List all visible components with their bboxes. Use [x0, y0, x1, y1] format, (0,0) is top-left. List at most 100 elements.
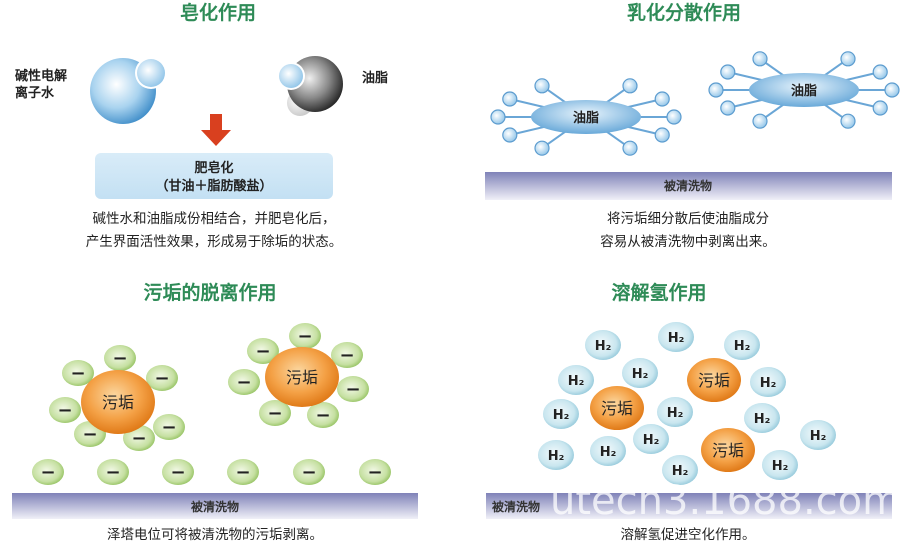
down-arrow-icon	[201, 114, 231, 146]
emulsification-caption-1: 将污垢细分散后使油脂成分	[607, 210, 769, 227]
h2-label: H₂	[672, 464, 689, 479]
minus-icon: −	[170, 462, 185, 483]
charge-circle	[153, 414, 185, 440]
minus-icon: −	[235, 462, 250, 483]
dirt-circle	[81, 370, 155, 434]
negative-charge: −	[247, 338, 279, 364]
h2-label: H₂	[568, 374, 585, 389]
h2-circle	[585, 330, 621, 360]
charge-circle	[289, 323, 321, 349]
surfactant-head	[502, 127, 518, 143]
surface-label: 被清洗物	[664, 178, 712, 193]
dirt-particle: 污垢	[590, 386, 644, 430]
h2-bubble: H₂	[585, 330, 621, 360]
dirt-label: 污垢	[102, 393, 134, 412]
h2-circle	[744, 403, 780, 433]
ion-water-label-line2: 离子水	[15, 85, 55, 101]
surfactant-head	[708, 82, 724, 98]
negative-charge: −	[49, 397, 81, 423]
h2-label: H₂	[734, 339, 751, 354]
hydrogen-title: 溶解氢作用	[611, 281, 706, 304]
surfactant-head	[884, 82, 900, 98]
negative-charge: −	[331, 342, 363, 368]
h2-circle	[658, 322, 694, 352]
saponification-caption-2: 产生界面活性效果，形成易于除垢的状态。	[86, 234, 343, 250]
negative-charge: −	[32, 459, 64, 485]
h2-label: H₂	[600, 445, 617, 460]
charge-circle	[227, 459, 259, 485]
minus-icon: −	[315, 405, 330, 426]
minus-icon: −	[82, 424, 97, 445]
dirt-label: 污垢	[286, 368, 318, 387]
charge-circle	[331, 342, 363, 368]
h2-circle	[750, 367, 786, 397]
minus-icon: −	[105, 462, 120, 483]
h2-circle	[590, 436, 626, 466]
h2-bubble: H₂	[762, 450, 798, 480]
dirt-particle: 污垢	[265, 347, 339, 407]
saponification-result-box	[95, 153, 333, 199]
h2-circle	[543, 399, 579, 429]
h2-label: H₂	[643, 433, 660, 448]
minus-icon: −	[236, 372, 251, 393]
minus-icon: −	[345, 379, 360, 400]
surfactant-head	[654, 91, 670, 107]
oil-label: 油脂	[791, 83, 817, 99]
surfactant-head	[872, 100, 888, 116]
minus-icon: −	[154, 368, 169, 389]
h2-bubble: H₂	[538, 440, 574, 470]
charge-circle	[359, 459, 391, 485]
oil-blue-sphere	[279, 64, 303, 88]
surfactant-head	[654, 127, 670, 143]
negative-charge: −	[259, 400, 291, 426]
h2-bubble: H₂	[724, 330, 760, 360]
negative-charge: −	[104, 345, 136, 371]
h2-bubble: H₂	[662, 455, 698, 485]
surface-bar	[486, 493, 892, 519]
surfactant-head	[534, 140, 550, 156]
charge-circle	[104, 345, 136, 371]
h2-label: H₂	[595, 339, 612, 354]
oil-ellipse	[749, 73, 859, 107]
h2-label: H₂	[667, 406, 684, 421]
detachment-caption: 泽塔电位可将被清洗物的污垢剥离。	[107, 526, 323, 543]
surfactant-head	[622, 140, 638, 156]
negative-charge: −	[289, 323, 321, 349]
ion-water-label-line1: 碱性电解	[15, 68, 67, 84]
surfactant-head	[840, 51, 856, 67]
surface-bar	[485, 172, 892, 200]
dirt-particle: 污垢	[687, 358, 741, 402]
charge-circle	[97, 459, 129, 485]
minus-icon: −	[131, 428, 146, 449]
h2-label: H₂	[548, 449, 565, 464]
minus-icon: −	[255, 341, 270, 362]
h2-label: H₂	[553, 408, 570, 423]
ion-water-small-sphere	[137, 59, 165, 87]
negative-charge: −	[293, 459, 325, 485]
charge-circle	[307, 402, 339, 428]
h2-circle	[762, 450, 798, 480]
charge-circle	[259, 400, 291, 426]
saponification-panel: 皂化作用 碱性电解 离子水 油脂 肥皂化 （甘油＋脂肪酸盐） 碱性水和油脂成份相…	[15, 1, 388, 250]
charge-circle	[32, 459, 64, 485]
h2-circle	[633, 424, 669, 454]
dirt-circle	[687, 358, 741, 402]
negative-charge: −	[307, 402, 339, 428]
saponification-caption-1: 碱性水和油脂成份相结合，并肥皂化后，	[93, 211, 336, 227]
minus-icon: −	[161, 417, 176, 438]
h2-bubble: H₂	[543, 399, 579, 429]
dirt-label: 污垢	[712, 441, 744, 460]
surfactant-head	[534, 78, 550, 94]
h2-bubble: H₂	[558, 365, 594, 395]
minus-icon: −	[57, 400, 72, 421]
surface-label: 被清洗物	[492, 499, 540, 514]
dirt-particle: 污垢	[701, 428, 755, 472]
minus-icon: −	[40, 462, 55, 483]
h2-bubble: H₂	[657, 397, 693, 427]
